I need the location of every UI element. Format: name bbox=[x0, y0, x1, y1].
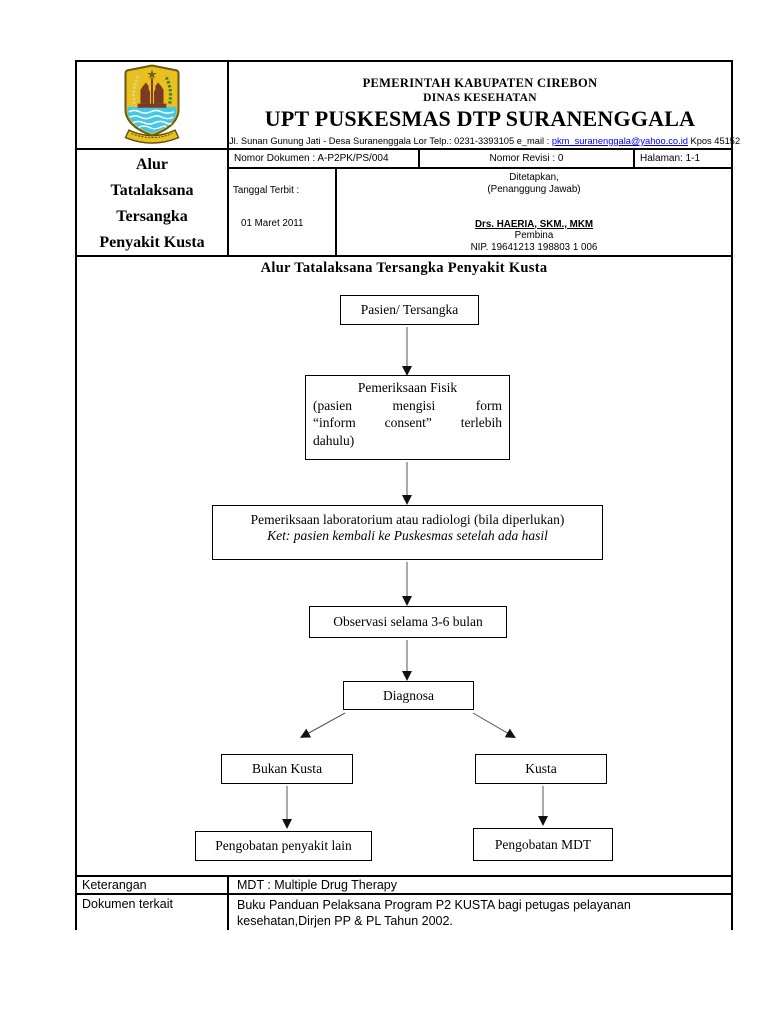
side-title-line: Tersangka bbox=[116, 208, 188, 225]
government-line: PEMERINTAH KABUPATEN CIREBON bbox=[362, 76, 598, 90]
arrow-diagnosa-to-kusta bbox=[472, 712, 516, 739]
node-bukan-kusta: Bukan Kusta bbox=[221, 754, 353, 784]
letterhead: PEMERINTAH KABUPATEN CIREBON DINAS KESEH… bbox=[229, 62, 740, 150]
ditetapkan-line: Ditetapkan, bbox=[509, 172, 559, 183]
tanggal-terbit-cell: Tanggal Terbit : 01 Maret 2011 bbox=[229, 169, 337, 257]
address-line: Jl. Sunan Gunung Jati - Desa Suranenggal… bbox=[229, 136, 740, 146]
lab-line: Pemeriksaan laboratorium atau radiologi … bbox=[250, 512, 565, 527]
sop-document-table: PEMERINTAH KABUPATEN CIREBON DINAS KESEH… bbox=[75, 60, 740, 930]
department-line: DINAS KESEHATAN bbox=[423, 92, 537, 104]
flow-arrows bbox=[282, 327, 548, 829]
node-pengobatan-penyakit-lain: Pengobatan penyakit lain bbox=[195, 831, 372, 861]
halaman-cell: Halaman: 1-1 bbox=[635, 150, 731, 169]
penanggung-jawab-line: (Penanggung Jawab) bbox=[487, 184, 581, 195]
fisik-detail-line: (pasien mengisi form bbox=[313, 397, 502, 413]
node-observasi: Observasi selama 3-6 bulan bbox=[309, 606, 507, 638]
logo-cell bbox=[77, 62, 229, 150]
facility-name: UPT PUSKESMAS DTP SURANENGGALA bbox=[264, 106, 696, 131]
signer-rank: Pembina bbox=[514, 230, 554, 241]
address-prefix: Jl. Sunan Gunung Jati - Desa Suranenggal… bbox=[229, 136, 552, 146]
node-pemeriksaan-fisik: Pemeriksaan Fisik (pasien mengisi form “… bbox=[305, 375, 510, 460]
address-suffix: Kpos 45152 bbox=[687, 136, 741, 146]
node-pemeriksaan-lab: Pemeriksaan laboratorium atau radiologi … bbox=[212, 505, 603, 560]
signer-nip: NIP. 19641213 198803 1 006 bbox=[470, 241, 598, 253]
tanggal-terbit-value: 01 Maret 2011 bbox=[241, 218, 304, 229]
arrow-diagnosa-to-bukan-kusta bbox=[299, 712, 346, 738]
node-diagnosa: Diagnosa bbox=[343, 681, 474, 710]
flowchart-area: Alur Tatalaksana Tersangka Penyakit Kust… bbox=[77, 257, 731, 877]
side-title-line: Alur bbox=[136, 156, 168, 173]
node-kusta: Kusta bbox=[475, 754, 607, 784]
cirebon-regency-emblem-icon bbox=[124, 64, 180, 144]
flowchart-title: Alur Tatalaksana Tersangka Penyakit Kust… bbox=[260, 260, 548, 276]
signer-name: Drs. HAERIA, SKM., MKM bbox=[474, 218, 594, 230]
pengesahan-cell: Ditetapkan, (Penanggung Jawab) Drs. HAER… bbox=[337, 169, 731, 257]
lab-note: Ket: pasien kembali ke Puskesmas setelah… bbox=[267, 528, 548, 543]
tanggal-terbit-label: Tanggal Terbit : bbox=[233, 185, 300, 196]
nomor-revisi-cell: Nomor Revisi : 0 bbox=[420, 150, 635, 169]
fisik-detail-line: “inform consent” terlebih bbox=[313, 415, 502, 430]
signature-block: Drs. HAERIA, SKM., MKM Pembina NIP. 1964… bbox=[337, 219, 731, 254]
fisik-detail-line: dahulu) bbox=[313, 432, 355, 448]
fisik-title: Pemeriksaan Fisik bbox=[357, 380, 458, 395]
side-title-line: Tatalaksana bbox=[110, 182, 194, 199]
keterangan-value-cell: MDT : Multiple Drug Therapy bbox=[229, 877, 731, 895]
document-side-title: Alur Tatalaksana Tersangka Penyakit Kust… bbox=[77, 150, 229, 257]
dokumen-terkait-value-cell: Buku Panduan Pelaksana Program P2 KUSTA … bbox=[229, 895, 731, 930]
nomor-dokumen-cell: Nomor Dokumen : A-P2PK/PS/004 bbox=[229, 150, 420, 169]
dokumen-terkait-label-cell: Dokumen terkait bbox=[77, 895, 229, 930]
node-pasien-tersangka: Pasien/ Tersangka bbox=[340, 295, 479, 325]
node-pengobatan-mdt: Pengobatan MDT bbox=[473, 828, 613, 861]
keterangan-label-cell: Keterangan bbox=[77, 877, 229, 895]
email-link[interactable]: pkm_suranenggala@yahoo.co.id bbox=[551, 136, 688, 146]
side-title-line: Penyakit Kusta bbox=[99, 234, 205, 251]
